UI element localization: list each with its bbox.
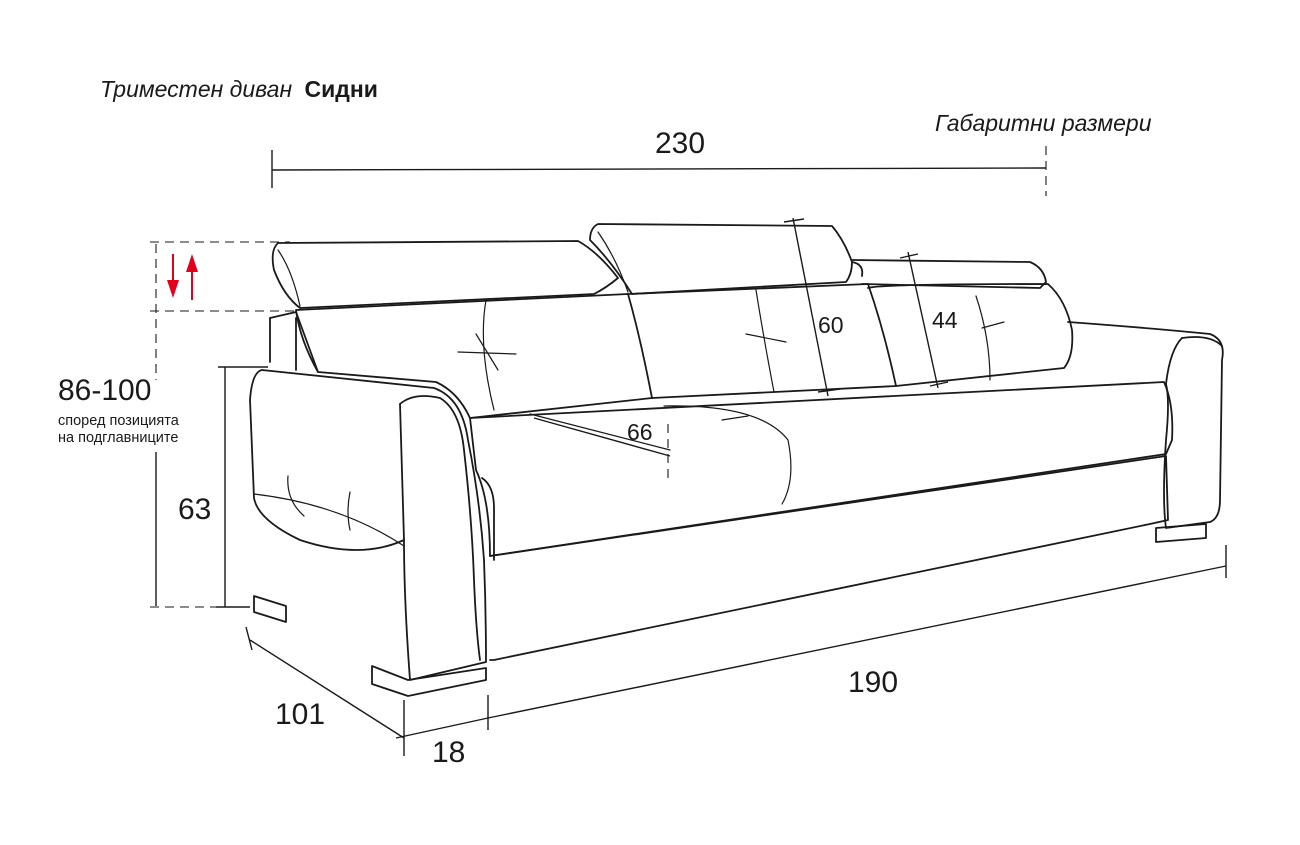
product-title-name: Сидни [305, 76, 378, 102]
depth-value: 101 [275, 698, 325, 731]
seat-width-value: 190 [848, 666, 898, 699]
back-cushion-height-dimension: 44 [899, 251, 958, 389]
leg-height-value: 18 [432, 736, 465, 769]
product-title-prefix: Триместен диван [100, 76, 292, 102]
left-armrest-back [269, 311, 319, 373]
seat-cushion [469, 381, 1174, 557]
seat-base [489, 455, 1169, 661]
seat-depth-dimension: 66 [533, 417, 671, 484]
product-title: Триместен диван Сидни [100, 76, 378, 102]
total-height-value: 86-100 [58, 374, 151, 407]
leg-height-dimension: 18 [395, 695, 489, 769]
total-height-note-line1: според позицията [58, 413, 180, 429]
sofa-outline [249, 223, 1224, 697]
right-headrest [851, 259, 1047, 289]
total-width-dimension: 230 [271, 127, 1047, 196]
overall-dimensions-label: Габаритни размери [935, 110, 1152, 136]
total-height-note-line2: на подглавниците [58, 430, 178, 446]
back-cushion-middle [627, 283, 897, 399]
seat-width-dimension: 190 [487, 545, 1227, 719]
depth-dimension: 101 [245, 626, 405, 739]
headrest-height-value: 60 [818, 312, 844, 338]
back-cushion-right [867, 283, 1074, 387]
middle-headrest [589, 223, 853, 295]
right-armrest [1067, 321, 1224, 529]
left-foot-front [371, 665, 487, 697]
seat-depth-value: 66 [627, 419, 653, 445]
up-down-arrows-icon [167, 254, 198, 300]
back-cushion-height-value: 44 [932, 307, 958, 333]
total-width-value: 230 [655, 127, 705, 160]
left-headrest [271, 240, 619, 309]
right-foot [1155, 523, 1207, 543]
total-height-dimension: 86-100 според позицията на подглавниците [58, 241, 300, 608]
armrest-height-dimension: 63 [178, 366, 268, 608]
armrest-height-value: 63 [178, 493, 211, 526]
left-foot-back [253, 595, 287, 623]
back-cushion-left [295, 293, 653, 419]
headrest-height-dimension: 60 [783, 217, 844, 397]
left-armrest [249, 369, 487, 681]
